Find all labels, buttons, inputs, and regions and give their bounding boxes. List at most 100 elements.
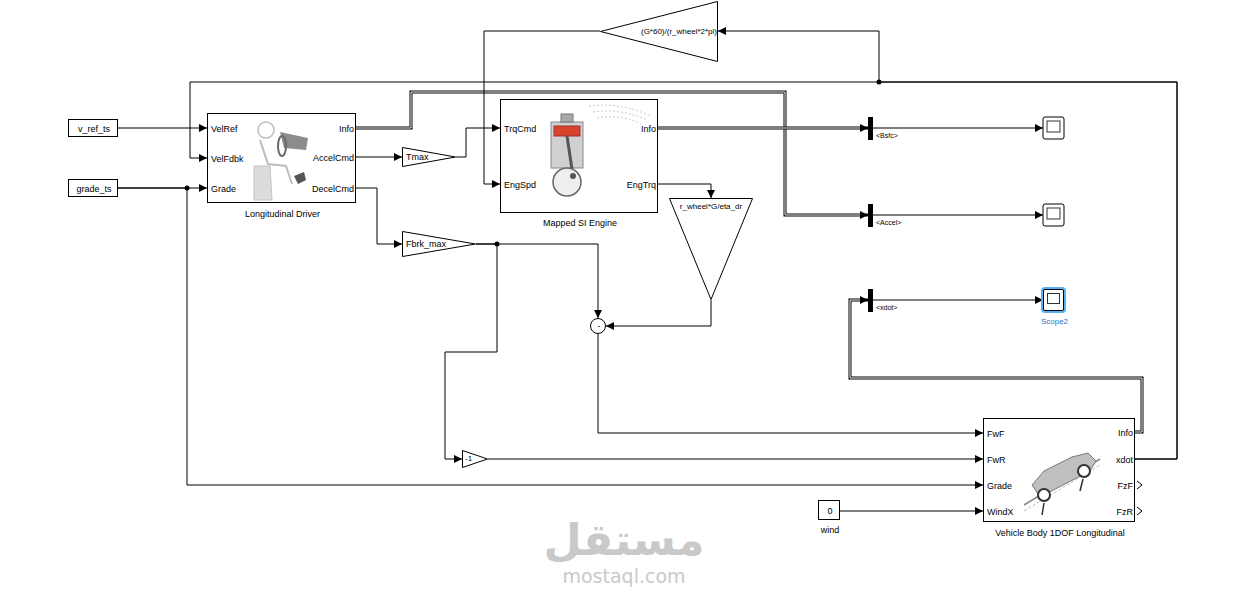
connector-line	[356, 157, 402, 158]
connector-line	[118, 128, 207, 129]
signal-wire	[873, 128, 1043, 129]
connector-line	[356, 92, 868, 215]
connector-line	[718, 31, 1177, 459]
connector-line	[118, 188, 983, 485]
port-label: EngSpd	[504, 180, 536, 190]
port-label: VelFdbk	[211, 154, 244, 164]
port-label: wind	[821, 525, 840, 535]
port-label: Info	[1118, 428, 1133, 438]
gain-triangle	[669, 198, 753, 300]
bus-connector	[850, 300, 1142, 432]
triangle-outline	[403, 232, 476, 257]
port-label: Info	[339, 124, 354, 134]
block-label: Fbrk_max	[406, 239, 446, 249]
watermark: mostaql.com	[562, 566, 685, 587]
block-label: r_wheel*G/eta_dr	[680, 202, 742, 212]
signal-connector	[356, 188, 402, 244]
bus-inner-line	[356, 92, 860, 215]
bus-inner-line	[658, 128, 860, 129]
source-block: v_ref_ts	[68, 119, 118, 137]
scope-block	[1043, 204, 1064, 226]
signal-connector	[356, 157, 402, 158]
signal-connector	[456, 128, 500, 157]
block-label: -	[598, 321, 601, 331]
connector-line	[606, 300, 711, 326]
signal-connector	[598, 334, 983, 433]
block-label: FwF	[987, 429, 1005, 439]
scope-block	[1043, 117, 1064, 139]
port-label: xdot	[1116, 455, 1133, 465]
source-block: grade_ts	[68, 179, 118, 197]
signal-connector	[873, 300, 1043, 301]
gain-block: Fbrk_max	[402, 231, 476, 257]
signal-connector	[118, 188, 983, 485]
watermark: مستقل	[544, 516, 705, 564]
signal-connector	[190, 82, 1177, 459]
bus-inner-line	[850, 300, 1142, 432]
block-label: <Bsfc>	[876, 131, 898, 141]
port-label: Info	[641, 124, 656, 134]
connector-line	[873, 300, 1043, 301]
port-label: Mapped SI Engine	[543, 218, 617, 228]
port-label: FzF	[1118, 481, 1134, 491]
port-label: DecelCmd	[312, 184, 354, 194]
connector-line	[356, 188, 402, 244]
output-port	[1137, 507, 1142, 515]
connector-line	[488, 459, 983, 460]
gain-block: (G*60)/(r_wheel*2*pi)	[600, 1, 718, 62]
constant-block: 0wind	[818, 500, 840, 520]
connector-line	[840, 511, 983, 512]
signal-connector	[658, 184, 711, 198]
gain-block: r_wheel*G/eta_dr	[669, 198, 753, 300]
signal-connector	[118, 128, 207, 129]
block-label: v_ref_ts	[78, 124, 110, 134]
vehicle-illustration	[984, 419, 1134, 521]
port-label: EngTrq	[627, 180, 656, 190]
signal-connector	[718, 31, 1177, 459]
connector-line	[476, 244, 598, 318]
bus-selector: <Accel>	[868, 204, 873, 227]
bus-connector	[658, 128, 868, 129]
connector-line	[850, 300, 1142, 432]
connector-line	[456, 128, 500, 157]
signal-connector	[488, 459, 983, 460]
port-label: FwR	[987, 455, 1006, 465]
scope-block: Scope2	[1043, 289, 1064, 311]
connector-line	[658, 184, 711, 198]
block-label: Tmax	[406, 152, 429, 162]
connector-line	[658, 127, 868, 130]
scope-screen	[1047, 208, 1060, 219]
bus-selector: <Bsfc>	[868, 117, 873, 140]
sum-block: -	[590, 318, 606, 334]
triangle-outline	[403, 148, 456, 167]
port-label: WindX	[987, 507, 1014, 517]
scope-screen	[1047, 121, 1060, 132]
port-label: FzR	[1117, 507, 1134, 517]
block-label: Scope2	[1041, 317, 1068, 327]
block-label: grade_ts	[76, 184, 111, 194]
triangle-outline	[601, 2, 718, 62]
scope-body	[1043, 117, 1064, 139]
engine-illustration	[501, 100, 657, 212]
connector-line	[190, 82, 1177, 459]
block-label: VelRef	[211, 124, 238, 134]
triangle-outline	[463, 451, 488, 468]
signal-connector	[606, 300, 711, 326]
block-label: -1	[465, 454, 472, 464]
scope-screen	[1047, 293, 1060, 304]
scope-body	[1043, 204, 1064, 226]
bus-selector: <xdot>	[868, 289, 873, 312]
port-label: AccelCmd	[313, 153, 354, 163]
bus-connector	[356, 92, 868, 215]
port-label: Vehicle Body 1DOF Longitudinal	[995, 528, 1125, 538]
signal-connector	[476, 244, 598, 318]
block-label: TrqCmd	[504, 124, 536, 134]
vehicle-block: FwFFwRGradeWindXInfoxdotFzFFzRVehicle Bo…	[983, 418, 1135, 522]
connector-line	[445, 244, 497, 459]
port-label: Grade	[211, 184, 236, 194]
connector-line	[598, 334, 983, 433]
signal-connector	[445, 244, 497, 459]
block-label: 0	[827, 506, 832, 516]
driver-block: VelRefVelFdbkGradeInfoAccelCmdDecelCmdLo…	[207, 113, 356, 203]
